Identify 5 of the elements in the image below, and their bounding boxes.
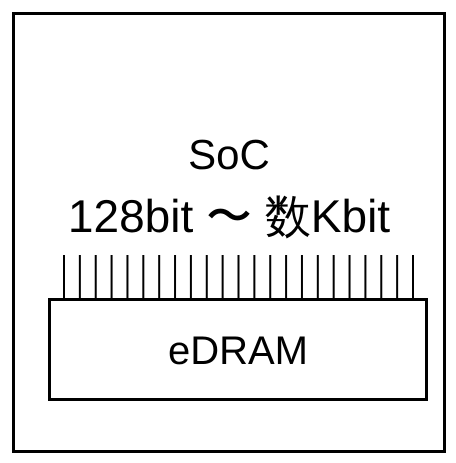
bit-width-label: 128bit 〜 数Kbit bbox=[66, 191, 392, 242]
memory-box bbox=[48, 298, 428, 401]
chip-box bbox=[12, 12, 446, 453]
node-label: SoC bbox=[187, 132, 271, 178]
node-label: eDRAM bbox=[166, 329, 310, 373]
